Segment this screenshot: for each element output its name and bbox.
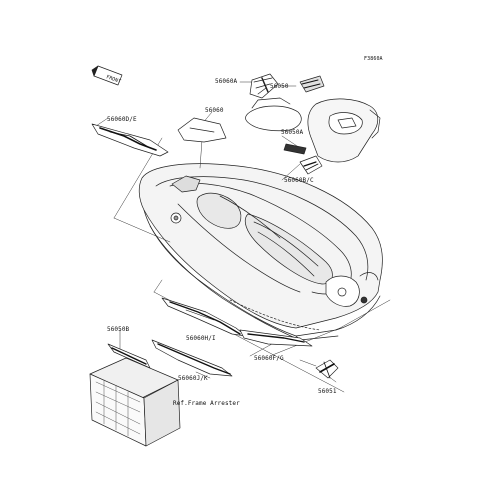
seat-cushion: [245, 97, 302, 132]
label-ref-frame-arrester: Ref.Frame Arrester: [173, 400, 240, 407]
frame-arrester: [89, 357, 181, 447]
decal-56060: [177, 117, 227, 143]
hull-drawing: [138, 163, 383, 341]
front-arrow-icon: FRONT: [91, 65, 123, 86]
label-56050B: 56050B: [107, 326, 130, 333]
decal-56060A: [249, 73, 279, 99]
label-56060BC: 56060B/C: [284, 177, 314, 184]
diagram-id: F3860A: [364, 56, 383, 62]
label-56060HI: 56060H/I: [186, 335, 216, 342]
label-56050A: 56050A: [281, 129, 304, 136]
label-56060JK: 56060J/K: [178, 375, 208, 382]
decal-56060BC: [299, 155, 323, 175]
label-56050: 56050: [270, 83, 289, 90]
decal-56060DE: [91, 123, 169, 157]
label-56060A: 56060A: [215, 78, 238, 85]
label-56051: 56051: [318, 388, 337, 395]
front-mark: FRONT: [105, 74, 121, 85]
decal-56050: [299, 75, 325, 93]
rear-seat-hatch: [307, 98, 381, 163]
decal-56060FG: [239, 329, 313, 347]
decal-56060JK: [151, 339, 233, 377]
label-56060FG: 56060F/G: [254, 355, 284, 362]
label-56060DE: 56060D/E: [107, 116, 137, 123]
decal-56050A: [283, 143, 307, 155]
decal-56051: [315, 359, 339, 379]
label-56060: 56060: [205, 107, 224, 114]
decal-56060HI: [161, 297, 247, 337]
